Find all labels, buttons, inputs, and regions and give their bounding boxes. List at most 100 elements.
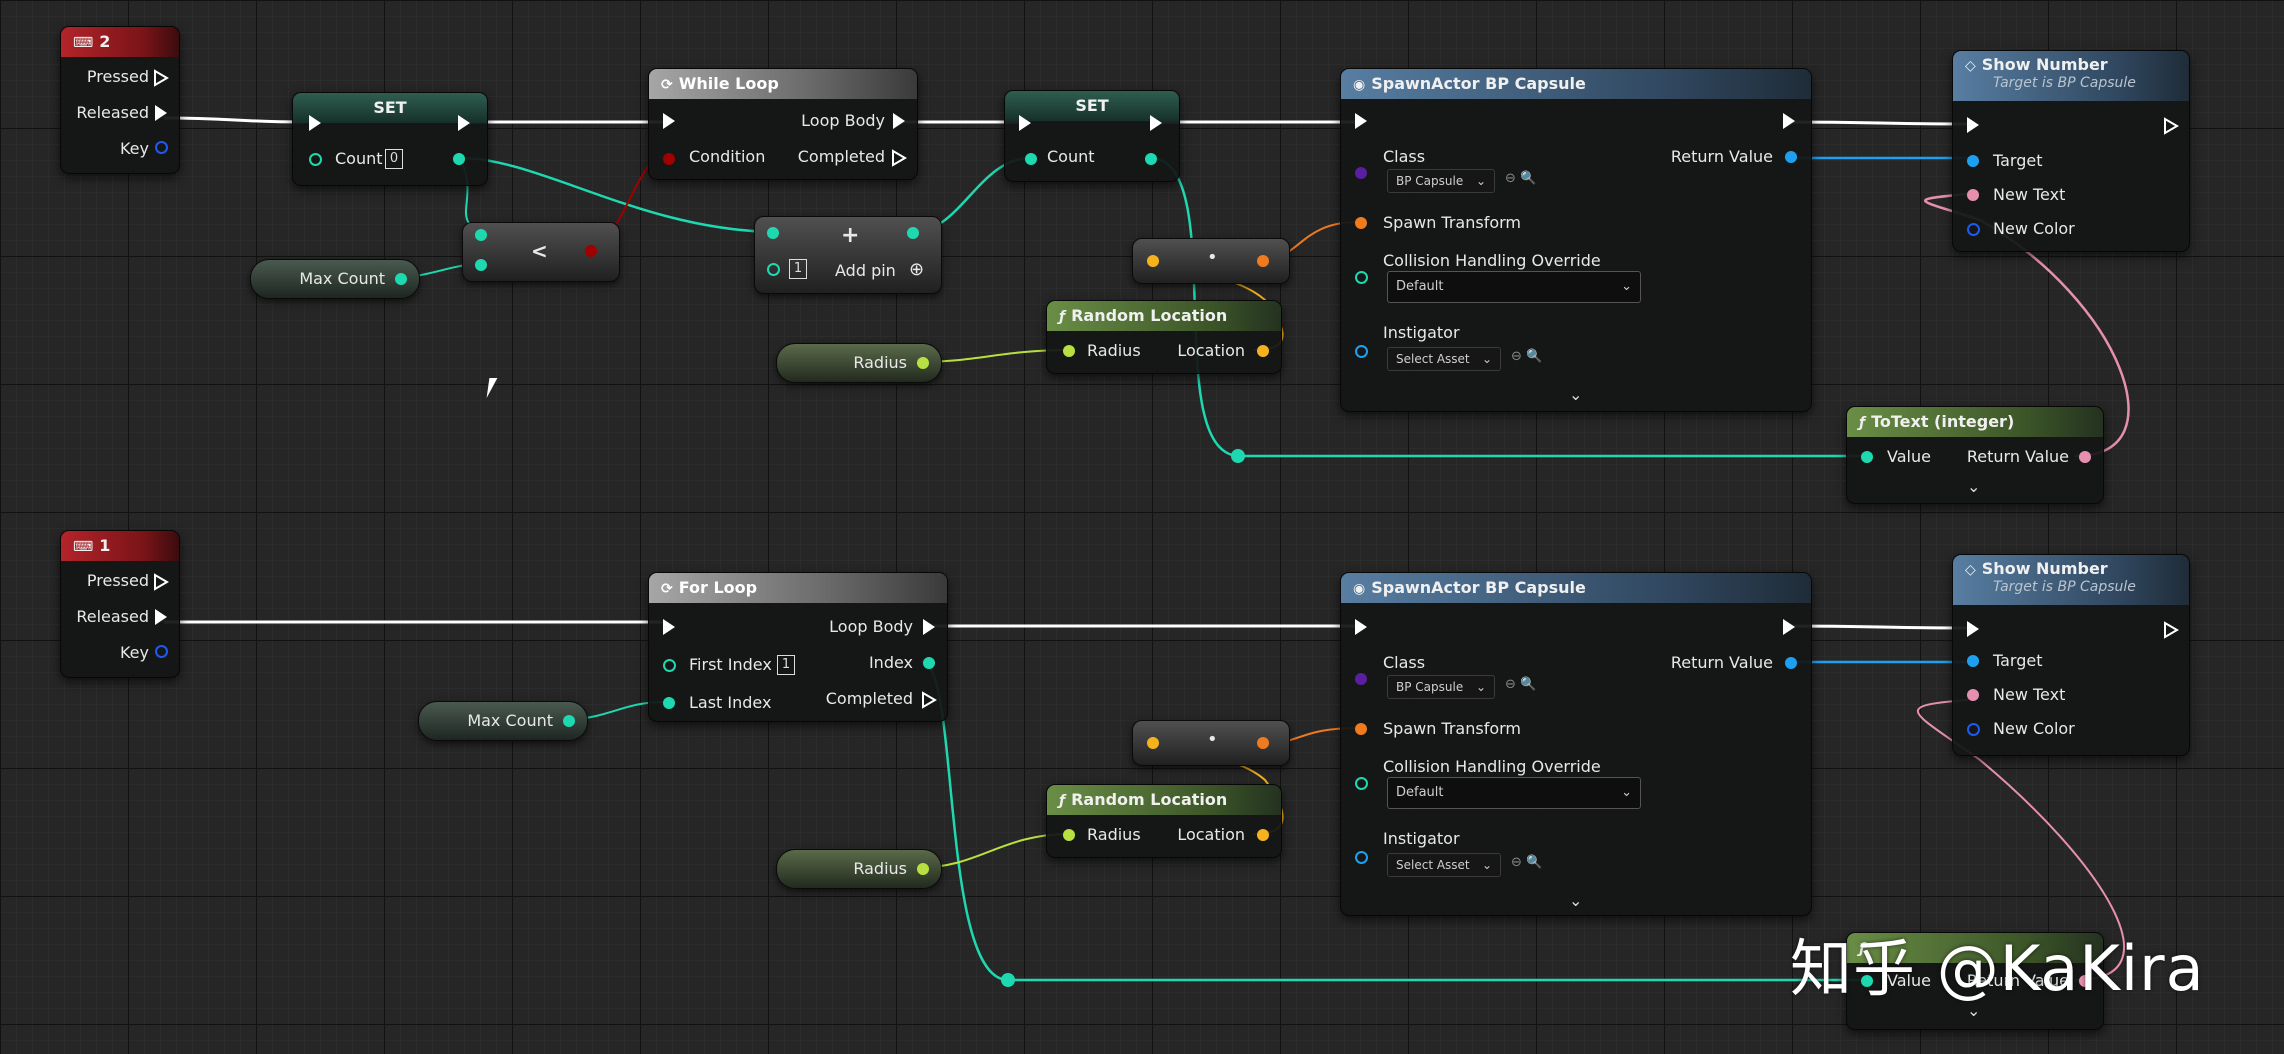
index-pin[interactable] (923, 657, 935, 669)
target-pin[interactable] (1967, 655, 1979, 667)
return-value-pin[interactable] (1785, 657, 1797, 669)
new-color-pin[interactable] (1967, 223, 1980, 236)
first-index-pin[interactable] (663, 659, 676, 672)
show-number-node[interactable]: ◇Show Number Target is BP Capsule Target… (1952, 554, 2190, 756)
exec-out-pin[interactable] (1783, 113, 1795, 129)
loop-body-pin[interactable] (923, 619, 935, 635)
radius-pin[interactable] (1063, 345, 1075, 357)
class-pin[interactable] (1355, 167, 1367, 179)
count-value-box[interactable]: 0 (385, 149, 403, 169)
instigator-pin[interactable] (1355, 851, 1368, 864)
spawn-transform-pin[interactable] (1355, 217, 1367, 229)
exec-out-pin[interactable] (458, 115, 470, 131)
radius-pin[interactable] (917, 357, 929, 369)
loop-body-pin[interactable] (893, 113, 905, 129)
exec-out-pin[interactable] (2163, 621, 2179, 639)
struct-pin[interactable] (155, 141, 168, 154)
for-loop-node[interactable]: ⟳For Loop Loop Body First Index 1 Index … (648, 572, 948, 722)
completed-pin[interactable] (891, 149, 907, 167)
radius-pin[interactable] (1063, 829, 1075, 841)
struct-pin[interactable] (155, 645, 168, 658)
add-node[interactable]: + 1 Add pin ⊕ (754, 216, 942, 294)
less-than-node[interactable]: < (462, 222, 620, 282)
max-count-pin[interactable] (563, 715, 575, 727)
location-pin[interactable] (1257, 345, 1269, 357)
exec-pin-outline[interactable] (153, 573, 169, 591)
location-pin[interactable] (1257, 829, 1269, 841)
expand-chevron-icon[interactable]: ⌄ (1967, 1001, 1981, 1020)
instigator-pin[interactable] (1355, 345, 1368, 358)
last-index-pin[interactable] (663, 697, 675, 709)
exec-in-pin[interactable] (1019, 115, 1031, 131)
collision-pin[interactable] (1355, 777, 1368, 790)
make-transform-node[interactable]: • (1132, 238, 1290, 284)
first-index-value[interactable]: 1 (777, 655, 795, 675)
add-pin-label[interactable]: Add pin (835, 261, 896, 280)
new-text-pin[interactable] (1967, 689, 1979, 701)
browse-icon[interactable]: ⊖ 🔍 (1511, 349, 1543, 364)
add-pin-icon[interactable]: ⊕ (909, 259, 925, 280)
class-dropdown[interactable]: BP Capsule⌄ (1387, 675, 1495, 699)
condition-pin[interactable] (663, 153, 675, 165)
collision-pin[interactable] (1355, 271, 1368, 284)
max-count-pin[interactable] (395, 273, 407, 285)
return-value-pin[interactable] (2079, 451, 2091, 463)
add-b-value[interactable]: 1 (789, 259, 807, 279)
spawn-transform-pin[interactable] (1355, 723, 1367, 735)
add-a-pin[interactable] (767, 227, 779, 239)
exec-in-pin[interactable] (1355, 619, 1367, 635)
less-a-pin[interactable] (475, 229, 487, 241)
return-value-pin[interactable] (1785, 151, 1797, 163)
browse-icon[interactable]: ⊖ 🔍 (1511, 855, 1543, 870)
exec-out-pin[interactable] (1783, 619, 1795, 635)
location-in-pin[interactable] (1147, 737, 1159, 749)
count-input-pin[interactable] (309, 153, 322, 166)
completed-pin[interactable] (921, 691, 937, 709)
exec-out-pin[interactable] (1150, 115, 1162, 131)
radius-variable[interactable]: Radius (776, 343, 942, 383)
exec-in-pin[interactable] (1355, 113, 1367, 129)
set-count-node-2[interactable]: SET Count (1004, 90, 1180, 182)
exec-in-pin[interactable] (1967, 621, 1979, 637)
show-number-node[interactable]: ◇Show Number Target is BP Capsule Target… (1952, 50, 2190, 252)
collision-dropdown[interactable]: Default⌄ (1387, 271, 1641, 303)
value-pin[interactable] (1861, 975, 1873, 987)
exec-pin-outline[interactable] (153, 69, 169, 87)
add-result-pin[interactable] (907, 227, 919, 239)
new-text-pin[interactable] (1967, 189, 1979, 201)
browse-icon[interactable]: ⊖ 🔍 (1505, 171, 1537, 186)
target-pin[interactable] (1967, 155, 1979, 167)
class-pin[interactable] (1355, 673, 1367, 685)
instigator-dropdown[interactable]: Select Asset⌄ (1387, 853, 1501, 877)
collision-dropdown[interactable]: Default⌄ (1387, 777, 1641, 809)
max-count-variable[interactable]: Max Count (250, 259, 420, 299)
make-transform-node[interactable]: • (1132, 720, 1290, 766)
value-pin[interactable] (1861, 451, 1873, 463)
expand-chevron-icon[interactable]: ⌄ (1967, 477, 1981, 496)
exec-in-pin[interactable] (663, 619, 675, 635)
add-b-pin[interactable] (767, 263, 780, 276)
count-output-pin[interactable] (1145, 153, 1157, 165)
exec-pin[interactable] (155, 105, 167, 121)
less-b-pin[interactable] (475, 259, 487, 271)
exec-in-pin[interactable] (309, 115, 321, 131)
expand-chevron-icon[interactable]: ⌄ (1569, 385, 1583, 404)
less-result-pin[interactable] (585, 245, 597, 257)
instigator-dropdown[interactable]: Select Asset⌄ (1387, 347, 1501, 371)
browse-icon[interactable]: ⊖ 🔍 (1505, 677, 1537, 692)
transform-out-pin[interactable] (1257, 737, 1269, 749)
while-loop-node[interactable]: ⟳While Loop Loop Body Condition Complete… (648, 68, 918, 180)
location-in-pin[interactable] (1147, 255, 1159, 267)
event-key-2-node[interactable]: ⌨2 Pressed Released Key (60, 26, 180, 174)
event-key-1-node[interactable]: ⌨1 Pressed Released Key (60, 530, 180, 678)
max-count-variable[interactable]: Max Count (418, 701, 588, 741)
exec-pin[interactable] (155, 609, 167, 625)
set-count-node[interactable]: SET Count 0 (292, 92, 488, 186)
radius-pin[interactable] (917, 863, 929, 875)
exec-out-pin[interactable] (2163, 117, 2179, 135)
exec-in-pin[interactable] (663, 113, 675, 129)
exec-in-pin[interactable] (1967, 117, 1979, 133)
